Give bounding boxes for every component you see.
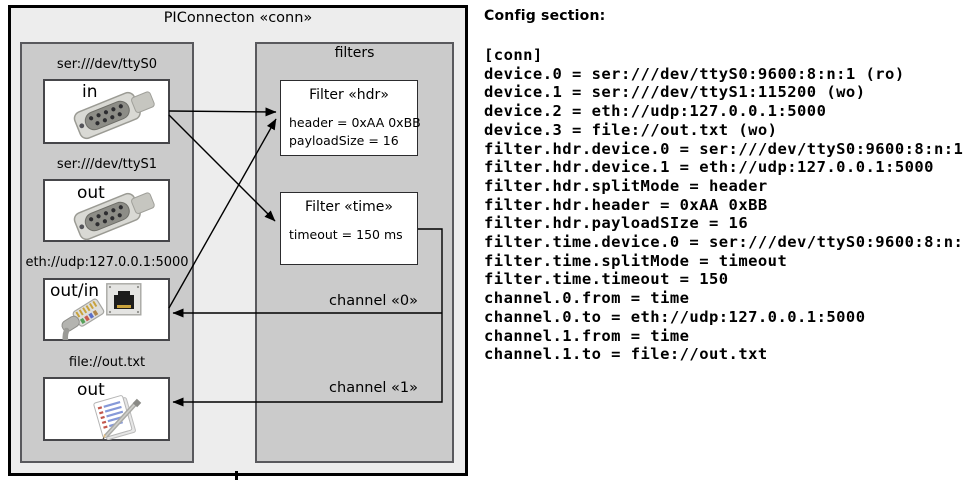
channel-0-label: channel «0» — [329, 293, 418, 309]
filter-properties: timeout = 150 ms — [289, 227, 403, 242]
device-box-eth: out/in — [43, 278, 170, 341]
device-label-eth: eth://udp:127.0.0.1:5000 — [25, 255, 189, 270]
ethernet-jack-icon — [106, 283, 142, 316]
device-label-ttys1: ser:///dev/ttyS1 — [56, 157, 158, 172]
diagram-title: PIConnecton «conn» — [163, 10, 313, 26]
filters-panel-label: filters — [334, 45, 375, 61]
serial-connector-icon — [73, 192, 155, 241]
config-section-heading: Config section: — [484, 8, 606, 24]
frame-bottom-tick — [235, 471, 238, 480]
filter-box-time: Filter «time» timeout = 150 ms — [280, 192, 418, 265]
device-direction: out — [77, 380, 105, 400]
channel-1-label: channel «1» — [329, 380, 418, 396]
ethernet-cable-icon — [61, 298, 105, 340]
filter-box-hdr: Filter «hdr» header = 0xAA 0xBB payloadS… — [280, 80, 421, 156]
filter-title: Filter «hdr» — [309, 87, 389, 103]
filter-title: Filter «time» — [305, 199, 393, 215]
filter-properties: header = 0xAA 0xBB payloadSize = 16 — [289, 115, 421, 148]
device-direction: out — [77, 183, 105, 203]
device-box-ttys0: in — [43, 79, 170, 144]
device-box-file: out — [43, 377, 170, 441]
config-section-body: [conn] device.0 = ser:///dev/ttyS0:9600:… — [484, 46, 964, 364]
device-direction: out/in — [50, 281, 100, 301]
device-box-ttys1: out — [43, 179, 170, 242]
device-direction: in — [82, 82, 98, 102]
notepad-icon — [93, 395, 142, 440]
device-label-ttys0: ser:///dev/ttyS0 — [56, 57, 158, 72]
serial-connector-icon — [73, 91, 155, 140]
device-label-file: file://out.txt — [68, 355, 146, 370]
